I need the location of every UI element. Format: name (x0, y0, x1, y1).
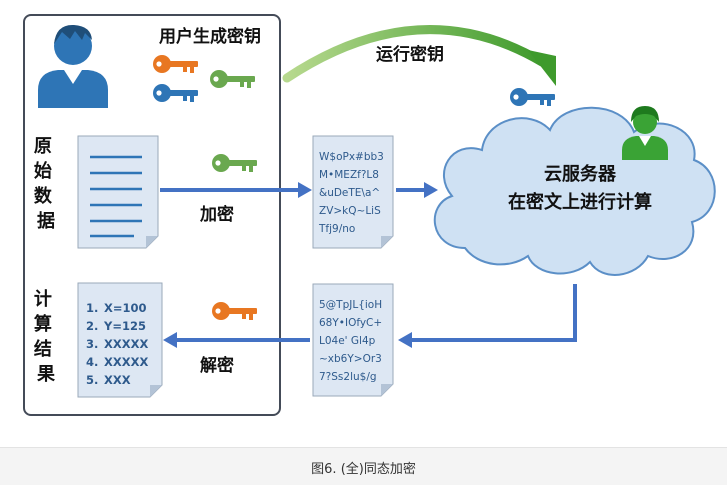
key-generation-title: 用户生成密钥 (159, 26, 261, 47)
encrypt-arrow (160, 182, 312, 198)
result-number: 2. (86, 319, 98, 333)
ciphertext-in-line: ZV>kQ~LiS (319, 205, 381, 217)
run-key-icon (510, 88, 555, 106)
result-number: 5. (86, 373, 98, 387)
result-number: 3. (86, 337, 98, 351)
result-text: XXXXX (104, 337, 148, 351)
run-key-label: 运行密钥 (376, 44, 444, 65)
result-text: X=100 (104, 301, 147, 315)
result-number: 4. (86, 355, 98, 369)
ciphertext-out-document: 5@TpJL{ioH 68Y•IOfyC+ L04e' Gl4p ~xb6Y>O… (312, 283, 394, 397)
raw-data-document-icon (77, 135, 159, 249)
result-text: XXXXX (104, 355, 148, 369)
raw-data-label: 原 始 数 据 (34, 136, 58, 232)
return-arrow (398, 284, 577, 348)
homomorphic-encryption-diagram: 用户生成密钥 原 始 数 据 加密 W$oPx#bb3 M•MEZf?L8 &u… (23, 14, 716, 416)
cloud-server-title: 云服务器 (544, 163, 617, 185)
decrypt-label: 解密 (200, 355, 234, 376)
ciphertext-in-line: W$oPx#bb3 (319, 151, 384, 163)
run-key-arrow (282, 25, 556, 86)
ciphertext-out-line: ~xb6Y>Or3 (319, 353, 382, 365)
ciphertext-in-line: Tfj9/no (318, 223, 355, 235)
decrypt-arrow (163, 332, 310, 348)
result-document: 1. X=100 2. Y=125 3. XXXXX 4. XXXXX 5. X… (77, 282, 163, 398)
caption-bar: 图6. (全)同态加密 (0, 447, 727, 485)
ciphertext-out-line: L04e' Gl4p (319, 335, 376, 347)
result-label: 计 算 结 果 (34, 288, 58, 385)
ciphertext-in-line: &uDeTE\a^ (319, 187, 380, 199)
user-icon (38, 24, 108, 108)
cloud-user-icon (622, 106, 668, 160)
ciphertext-out-line: 68Y•IOfyC+ (319, 317, 382, 329)
encrypt-label: 加密 (199, 204, 234, 225)
result-text: Y=125 (103, 319, 146, 333)
result-text: XXX (104, 373, 131, 387)
ciphertext-out-line: 7?Ss2lu$/g (319, 371, 377, 383)
result-number: 1. (86, 301, 98, 315)
upload-arrow (396, 182, 438, 198)
cloud-server-subtitle: 在密文上进行计算 (508, 191, 652, 213)
ciphertext-out-line: 5@TpJL{ioH (319, 299, 382, 311)
figure-caption: 图6. (全)同态加密 (311, 462, 416, 477)
ciphertext-in-document: W$oPx#bb3 M•MEZf?L8 &uDeTE\a^ ZV>kQ~LiS … (312, 135, 394, 249)
ciphertext-in-line: M•MEZf?L8 (319, 169, 379, 181)
